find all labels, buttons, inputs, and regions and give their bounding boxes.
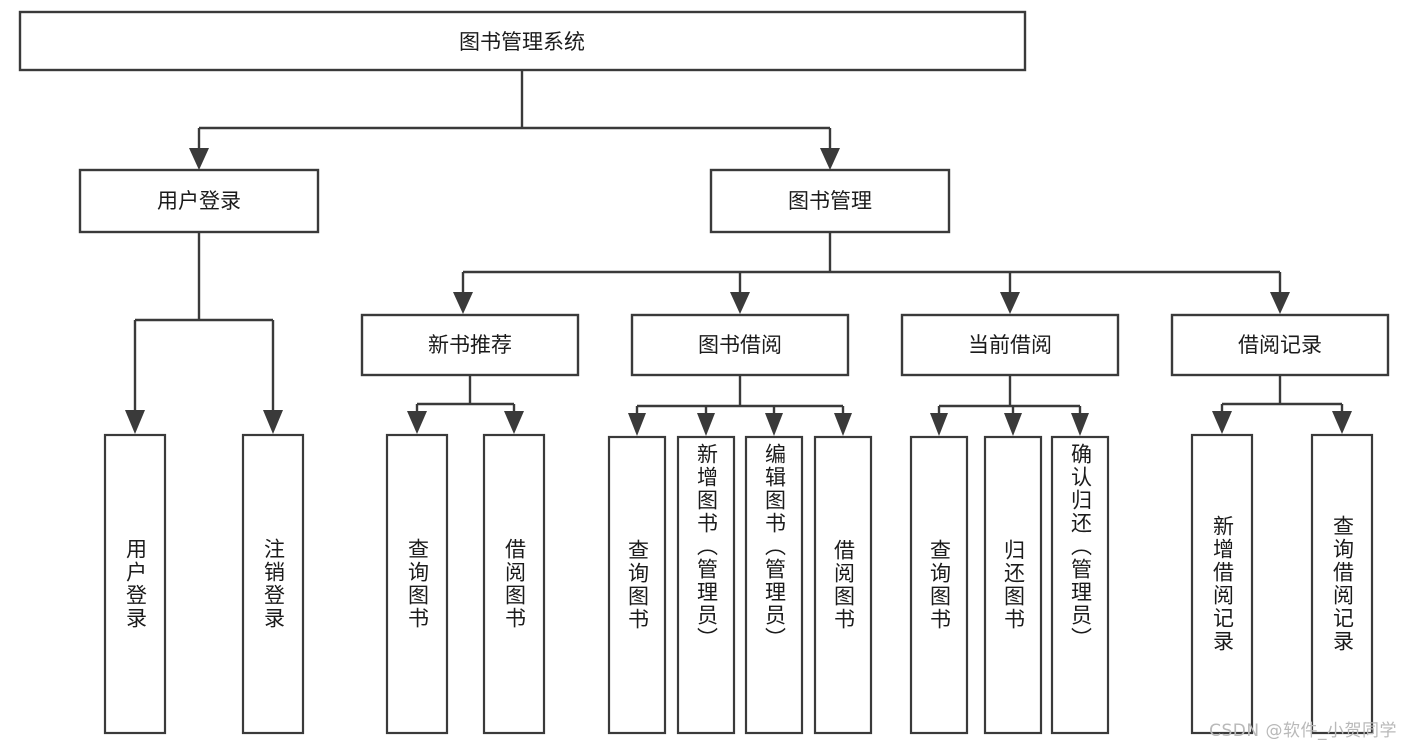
leaf-query-book-borrow-rect[interactable] bbox=[607, 435, 667, 735]
node-current-borrow[interactable]: 当前借阅 bbox=[900, 313, 1120, 377]
node-new-book-recommend-label: 新书推荐 bbox=[428, 333, 512, 357]
arrow-root-to-book-management bbox=[820, 148, 840, 170]
node-book-management-label: 图书管理 bbox=[788, 189, 872, 213]
arrow-current-to-leaf3 bbox=[1071, 413, 1089, 436]
node-borrow-record[interactable]: 借阅记录 bbox=[1170, 313, 1390, 377]
node-new-book-recommend-rect[interactable] bbox=[360, 313, 580, 377]
leaf-return-book-rect[interactable] bbox=[983, 435, 1043, 735]
node-borrow-record-label: 借阅记录 bbox=[1238, 333, 1322, 357]
arrow-borrow-to-leaf1 bbox=[628, 413, 646, 436]
arrow-record-to-leaf2 bbox=[1332, 411, 1352, 434]
arrow-bm-to-borrow bbox=[730, 292, 750, 314]
node-root-rect[interactable] bbox=[18, 10, 1027, 72]
arrow-borrow-to-leaf2 bbox=[697, 413, 715, 436]
node-book-borrow-rect[interactable] bbox=[630, 313, 850, 377]
arrow-user-login-to-leaf2 bbox=[263, 410, 283, 434]
leaf-confirm-return-rect[interactable] bbox=[1050, 435, 1110, 735]
arrow-borrow-to-leaf4 bbox=[834, 413, 852, 436]
node-borrow-record-rect[interactable] bbox=[1170, 313, 1390, 377]
arrow-current-to-leaf1 bbox=[930, 413, 948, 436]
arrow-bm-to-recommend bbox=[453, 292, 473, 314]
leaf-query-book-current-rect[interactable] bbox=[909, 435, 969, 735]
leaf-borrow-book-rect[interactable] bbox=[813, 435, 873, 735]
node-book-borrow[interactable]: 图书借阅 bbox=[630, 313, 850, 377]
arrow-bm-to-current bbox=[1000, 292, 1020, 314]
arrow-bm-to-record bbox=[1270, 292, 1290, 314]
node-user-login[interactable]: 用户登录 bbox=[78, 168, 320, 234]
leaf-add-book-rect[interactable] bbox=[676, 435, 736, 735]
leaf-user-login-rect[interactable] bbox=[103, 433, 167, 735]
node-current-borrow-rect[interactable] bbox=[900, 313, 1120, 377]
node-new-book-recommend[interactable]: 新书推荐 bbox=[360, 313, 580, 377]
arrow-recommend-to-leaf1 bbox=[407, 411, 427, 434]
node-current-borrow-label: 当前借阅 bbox=[968, 333, 1052, 357]
leaf-edit-book-rect[interactable] bbox=[744, 435, 804, 735]
node-group: 图书管理系统 用户登录 图书管理 新书推荐 图书借阅 当前 bbox=[18, 10, 1390, 735]
leaf-borrow-book-recommend-rect[interactable] bbox=[482, 433, 546, 735]
leaf-query-borrow-record-rect[interactable] bbox=[1310, 433, 1374, 735]
leaf-add-borrow-record-rect[interactable] bbox=[1190, 433, 1254, 735]
node-book-management-rect[interactable] bbox=[709, 168, 951, 234]
node-book-borrow-label: 图书借阅 bbox=[698, 333, 782, 357]
arrow-user-login-to-leaf1 bbox=[125, 410, 145, 434]
node-user-login-label: 用户登录 bbox=[157, 189, 241, 213]
node-user-login-rect[interactable] bbox=[78, 168, 320, 234]
node-root[interactable]: 图书管理系统 bbox=[18, 10, 1027, 72]
arrow-recommend-to-leaf2 bbox=[504, 411, 524, 434]
edge-group bbox=[125, 70, 1352, 436]
arrow-current-to-leaf2 bbox=[1004, 413, 1022, 436]
arrow-borrow-to-leaf3 bbox=[765, 413, 783, 436]
arrow-record-to-leaf1 bbox=[1212, 411, 1232, 434]
leaf-logout-rect[interactable] bbox=[241, 433, 305, 735]
node-book-management[interactable]: 图书管理 bbox=[709, 168, 951, 234]
arrow-root-to-user-login bbox=[189, 148, 209, 170]
leaf-query-book-recommend-rect[interactable] bbox=[385, 433, 449, 735]
csdn-watermark: CSDN @软件_小贺同学 bbox=[1209, 721, 1397, 741]
node-root-label: 图书管理系统 bbox=[459, 30, 585, 54]
